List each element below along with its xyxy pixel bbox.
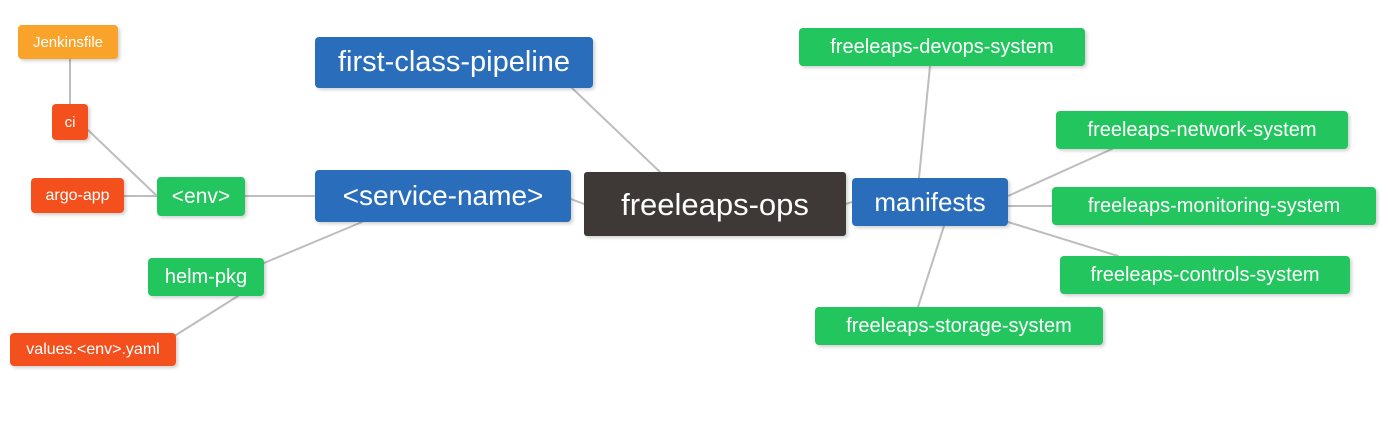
edge-manifests-to-storage (917, 225, 945, 308)
edge-service-name-to-root (570, 198, 585, 205)
node-storage[interactable]: freeleaps-storage-system (815, 307, 1103, 345)
edge-helm-pkg-to-service-name (263, 221, 363, 264)
node-service-name[interactable]: <service-name> (315, 170, 571, 222)
node-monitoring[interactable]: freeleaps-monitoring-system (1052, 187, 1376, 225)
node-env[interactable]: <env> (157, 177, 245, 216)
node-controls[interactable]: freeleaps-controls-system (1060, 256, 1350, 294)
node-network[interactable]: freeleaps-network-system (1056, 111, 1348, 149)
edge-manifests-to-devops (918, 65, 931, 179)
node-jenkinsfile[interactable]: Jenkinsfile (18, 25, 118, 59)
node-values-yaml[interactable]: values.<env>.yaml (10, 333, 176, 366)
edge-pipeline-to-root (571, 87, 661, 173)
node-ci[interactable]: ci (52, 104, 88, 140)
node-helm-pkg[interactable]: helm-pkg (148, 258, 264, 296)
edge-values-yaml-to-helm-pkg (175, 295, 239, 336)
node-argo-app[interactable]: argo-app (31, 178, 124, 213)
node-manifests[interactable]: manifests (852, 178, 1008, 226)
node-pipeline[interactable]: first-class-pipeline (315, 37, 593, 88)
node-root[interactable]: freeleaps-ops (584, 172, 846, 236)
node-devops[interactable]: freeleaps-devops-system (799, 28, 1085, 66)
edge-manifests-to-controls (1007, 221, 1119, 257)
